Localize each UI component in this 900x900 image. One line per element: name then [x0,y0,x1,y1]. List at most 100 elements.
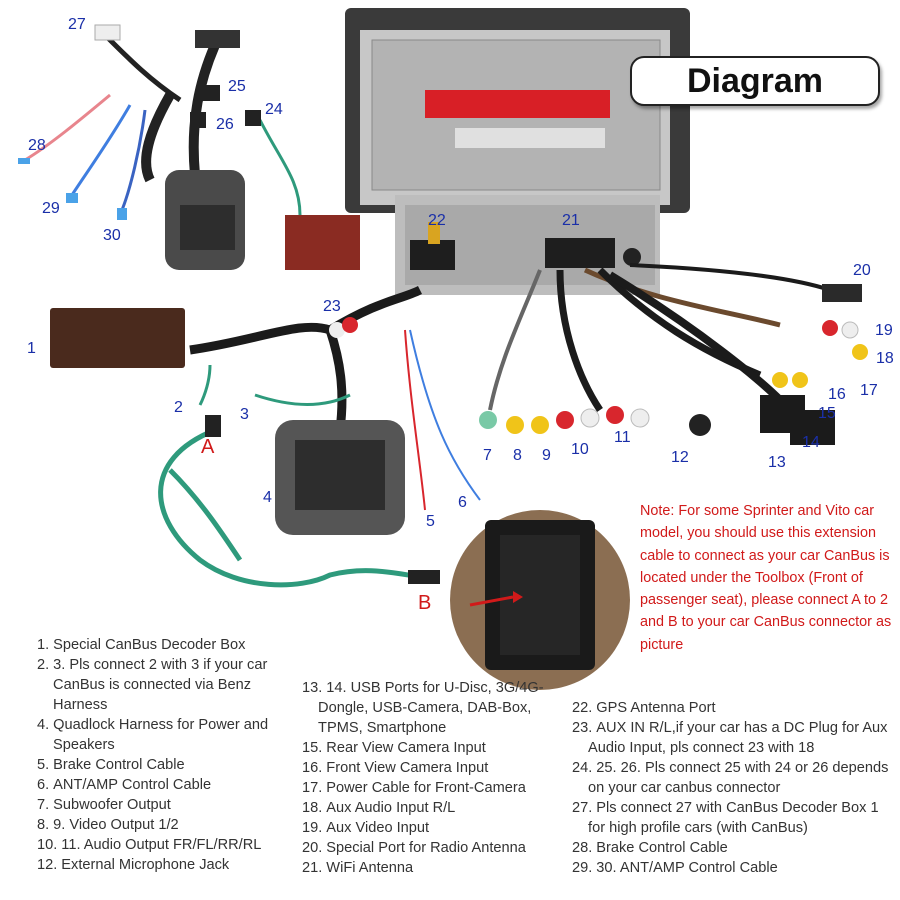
legend-item-number: 15. [302,740,323,756]
callout-25: 25 [228,78,246,95]
legend-item: 29.30. ANT/AMP Control Cable [572,858,892,878]
callout-B: B [418,592,432,614]
head-unit-illustration [345,8,690,295]
legend-item-number: 22. [572,700,593,716]
extension-cable-illustration [158,415,440,588]
legend-item-number: 18. [302,800,323,816]
callout-23: 23 [323,298,341,315]
legend-item-text: 30. ANT/AMP Control Cable [596,860,778,876]
callout-5: 5 [426,513,435,530]
legend-item: 17.Power Cable for Front-Camera [302,778,552,798]
legend-item-text: Brake Control Cable [596,840,728,856]
legend-item: 8.9. Video Output 1/2 [37,815,282,835]
legend-item-number: 7. [37,797,50,813]
legend-item-text: AUX IN R/L,if your car has a DC Plug for… [588,720,888,756]
callout-11: 11 [614,429,631,446]
legend-column-2: 13.14. USB Ports for U-Disc, 3G/4G-Dongl… [302,678,552,878]
legend-item-number: 23. [572,720,593,736]
usb-port-b [790,410,835,445]
legend-item-text: 14. USB Ports for U-Disc, 3G/4G-Dongle, … [318,680,544,736]
canbus-connector-photo [450,510,630,690]
warning-label [425,90,610,118]
legend-item: 27.Pls connect 27 with CanBus Decoder Bo… [572,798,892,838]
callout-2: 2 [174,399,183,416]
legend-item: 24.25. 26. Pls connect 25 with 24 or 26 … [572,758,892,798]
legend-item-text: 9. Video Output 1/2 [53,817,179,833]
legend-item-number: 13. [302,680,323,696]
diagram-title: Diagram [686,61,824,100]
legend-item-number: 2. [37,657,50,673]
callout-18: 18 [876,350,894,367]
legend-item-number: 12. [37,857,58,873]
iso-connector-red [285,215,360,270]
legend-item: 6.ANT/AMP Control Cable [37,775,282,795]
legend-item-text: Front View Camera Input [326,760,489,776]
gps-antenna-port [428,222,440,244]
callout-3: 3 [240,406,249,423]
legend-item-number: 24. [572,760,593,776]
legend-item-text: Power Cable for Front-Camera [326,780,526,796]
legend-item: 1.Special CanBus Decoder Box [37,635,282,655]
callout-10: 10 [571,441,589,458]
callout-15: 15 [818,405,836,422]
rca-output-bundle-illustration [479,263,868,445]
legend-item-text: Pls connect 27 with CanBus Decoder Box 1… [588,800,879,836]
callout-16: 16 [828,386,846,403]
canbus-harness-illustration [18,24,360,270]
legend-item: 22.GPS Antenna Port [572,698,892,718]
callout-8: 8 [513,447,522,464]
callout-20: 20 [853,262,871,279]
legend-item-text: 25. 26. Pls connect 25 with 24 or 26 dep… [588,760,889,796]
main-connector [545,238,615,268]
legend-item-text: WiFi Antenna [326,860,414,876]
legend-item: 21.WiFi Antenna [302,858,552,878]
callout-17: 17 [860,382,878,399]
legend-item: 2.3. Pls connect 2 with 3 if your car Ca… [37,655,282,715]
callout-26: 26 [216,116,234,133]
canbus-decoder-box [50,308,185,368]
legend-item-text: Rear View Camera Input [326,740,486,756]
legend-item: 13.14. USB Ports for U-Disc, 3G/4G-Dongl… [302,678,552,738]
legend-item-text: ANT/AMP Control Cable [53,777,212,793]
legend-item-number: 6. [37,777,50,793]
decoder-harness-illustration [50,285,481,535]
legend-item: 20.Special Port for Radio Antenna [302,838,552,858]
sprinter-vito-note: Note: For some Sprinter and Vito car mod… [640,503,892,653]
legend-item: 23.AUX IN R/L,if your car has a DC Plug … [572,718,892,758]
legend-item: 16.Front View Camera Input [302,758,552,778]
callout-1: 1 [27,340,36,357]
legend-item-text: Special Port for Radio Antenna [326,840,526,856]
callout-21: 21 [562,212,580,229]
callout-30: 30 [103,227,121,244]
callout-7: 7 [483,447,492,464]
legend-item-text: Aux Video Input [326,820,430,836]
callout-27: 27 [68,16,86,33]
legend-item-number: 21. [302,860,323,876]
callout-12: 12 [671,449,689,466]
callout-22: 22 [428,212,446,229]
legend-item: 19.Aux Video Input [302,818,552,838]
legend-item: 7.Subwoofer Output [37,795,282,815]
legend-item-text: 3. Pls connect 2 with 3 if your car CanB… [53,657,268,713]
legend-item-text: Subwoofer Output [53,797,171,813]
callout-4: 4 [263,489,272,506]
legend-item-number: 8. [37,817,50,833]
legend-item-number: 27. [572,800,593,816]
callout-29: 29 [42,200,60,217]
legend-item-number: 10. [37,837,58,853]
legend-item-text: 11. Audio Output FR/FL/RR/RL [61,837,262,853]
legend-item-number: 20. [302,840,323,856]
legend-item-text: Special CanBus Decoder Box [53,637,246,653]
legend-item-number: 5. [37,757,50,773]
callout-6: 6 [458,494,467,511]
diagram-title-box: Diagram [630,56,880,106]
legend-item: 10.11. Audio Output FR/FL/RR/RL [37,835,282,855]
legend-item-number: 16. [302,760,323,776]
legend-item-text: External Microphone Jack [61,857,230,873]
callout-28: 28 [28,137,46,154]
legend-item: 5.Brake Control Cable [37,755,282,775]
legend-item-number: 17. [302,780,323,796]
callout-9: 9 [542,447,551,464]
